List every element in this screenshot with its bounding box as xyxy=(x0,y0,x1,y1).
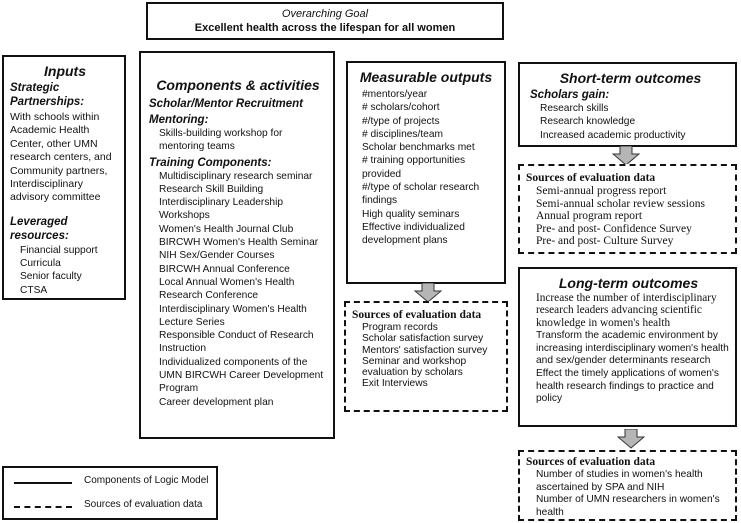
long-term-title: Long-term outcomes xyxy=(558,275,699,291)
legend-dashed-line xyxy=(14,506,72,508)
leveraged-heading: Leveraged resources: xyxy=(10,215,69,242)
short-eval-title: Sources of evaluation data xyxy=(526,172,656,184)
list-item: CTSA xyxy=(20,284,48,296)
list-item: Transform the academic environment by in… xyxy=(536,330,729,367)
list-item: #/type of scholar research findings xyxy=(362,182,480,207)
long-term-list: Transform the academic environment by in… xyxy=(536,330,731,406)
list-item: Pre- and post- Culture Survey xyxy=(536,235,674,248)
goal-title: Overarching Goal xyxy=(281,8,369,20)
list-item: Curricula xyxy=(20,258,61,270)
list-item: Local Annual Women's Health Research Con… xyxy=(159,276,295,302)
training-list: Multidisciplinary research seminar Resea… xyxy=(149,170,327,409)
outputs-eval-box: Sources of evaluation data Program recor… xyxy=(344,301,508,412)
long-eval-box: Sources of evaluation data Number of stu… xyxy=(518,450,737,521)
list-item: Increased academic productivity xyxy=(540,129,686,141)
outputs-box: Measurable outputs #mentors/year # schol… xyxy=(346,61,506,284)
components-box: Components & activities Scholar/Mentor R… xyxy=(139,51,335,439)
list-item: NIH Sex/Gender Courses xyxy=(159,250,275,262)
list-item: Number of UMN researchers in women's hea… xyxy=(536,494,720,518)
list-item: Effect the timely applications of women'… xyxy=(536,368,719,405)
goal-text: Excellent health across the lifespan for… xyxy=(194,22,456,34)
list-item: Individualized components of the UMN BIR… xyxy=(159,356,324,395)
down-arrow-icon xyxy=(617,429,645,449)
list-item: BIRCWH Women's Health Seminar xyxy=(159,237,319,249)
long-eval-list: Number of studies in women's health asce… xyxy=(526,469,731,519)
long-term-lead: Increase the number of interdisciplinary… xyxy=(536,292,717,329)
list-item: Research skills xyxy=(540,103,609,114)
list-item: Mentors' satisfaction survey xyxy=(362,344,488,356)
outputs-eval-list: Program records Scholar satisfaction sur… xyxy=(352,322,502,390)
list-item: Research knowledge xyxy=(540,116,636,128)
list-item: Number of studies in women's health asce… xyxy=(536,469,703,493)
list-item: High quality seminars xyxy=(362,208,460,220)
list-item: # training opportunities provided xyxy=(362,155,466,180)
short-eval-box: Sources of evaluation data Semi-annual p… xyxy=(518,164,737,254)
list-item: Skills-building workshop for mentoring t… xyxy=(159,128,283,153)
mentoring-list: Skills-building workshop for mentoring t… xyxy=(149,127,327,154)
training-heading: Training Components: xyxy=(149,156,272,169)
list-item: Pre- and post- Confidence Survey xyxy=(536,222,692,235)
short-term-list: Research skills Research knowledge Incre… xyxy=(530,102,731,142)
long-term-box: Long-term outcomes Increase the number o… xyxy=(518,267,737,427)
recruitment-heading: Scholar/Mentor Recruitment xyxy=(149,98,303,110)
list-item: Career development plan xyxy=(159,396,274,408)
list-item: Scholar satisfaction survey xyxy=(362,333,484,345)
list-item: Interdisciplinary Women's Health Lecture… xyxy=(159,303,307,328)
inputs-box: Inputs Strategic Partnerships: With scho… xyxy=(2,55,126,300)
legend-solid-label: Components of Logic Model xyxy=(84,475,209,486)
list-item: # scholars/cohort xyxy=(362,102,440,114)
down-arrow-icon xyxy=(612,146,640,166)
list-item: BIRCWH Annual Conference xyxy=(159,263,290,275)
outputs-title: Measurable outputs xyxy=(359,69,493,85)
list-item: Scholar benchmarks met xyxy=(362,142,475,154)
long-eval-title: Sources of evaluation data xyxy=(526,456,656,468)
list-item: Research Skill Building xyxy=(159,183,264,195)
outputs-list: #mentors/year # scholars/cohort #/type o… xyxy=(362,88,500,248)
short-eval-list: Semi-annual progress report Semi-annual … xyxy=(526,185,731,248)
list-item: Annual program report xyxy=(536,210,643,223)
legend-dashed-label: Sources of evaluation data xyxy=(84,499,203,510)
short-term-box: Short-term outcomes Scholars gain: Resea… xyxy=(518,62,737,147)
leveraged-list: Financial support Curricula Senior facul… xyxy=(10,244,120,297)
strategic-text: With schools within Academic Health Cent… xyxy=(10,111,112,204)
list-item: Exit Interviews xyxy=(362,378,428,390)
down-arrow-icon xyxy=(414,283,442,303)
components-title: Components & activities xyxy=(156,77,320,93)
list-item: # disciplines/team xyxy=(362,128,443,140)
list-item: Women's Health Journal Club xyxy=(159,223,294,235)
mentoring-heading: Mentoring: xyxy=(149,114,209,126)
short-term-subheading: Scholars gain: xyxy=(530,89,610,101)
list-item: Senior faculty xyxy=(20,271,82,283)
legend-box: Components of Logic Model Sources of eva… xyxy=(2,466,218,520)
list-item: Semi-annual scholar review sessions xyxy=(536,197,705,210)
list-item: Responsible Conduct of Research Instruct… xyxy=(159,330,314,355)
legend-solid-line xyxy=(14,482,72,484)
list-item: Financial support xyxy=(20,244,98,256)
list-item: Semi-annual progress report xyxy=(536,185,667,197)
list-item: Seminar and workshop evaluation by schol… xyxy=(362,355,467,379)
outputs-eval-title: Sources of evaluation data xyxy=(352,309,482,321)
inputs-title: Inputs xyxy=(44,63,86,79)
list-item: Multidisciplinary research seminar xyxy=(159,170,313,182)
list-item: Interdisciplinary Leadership Workshops xyxy=(159,197,284,222)
list-item: #mentors/year xyxy=(362,89,428,100)
list-item: #/type of projects xyxy=(362,115,440,127)
short-term-title: Short-term outcomes xyxy=(559,70,702,86)
list-item: Effective individualized development pla… xyxy=(362,221,465,247)
list-item: Program records xyxy=(362,322,438,333)
strategic-heading: Strategic Partnerships: xyxy=(10,82,85,108)
goal-box: Overarching Goal Excellent health across… xyxy=(146,2,504,40)
